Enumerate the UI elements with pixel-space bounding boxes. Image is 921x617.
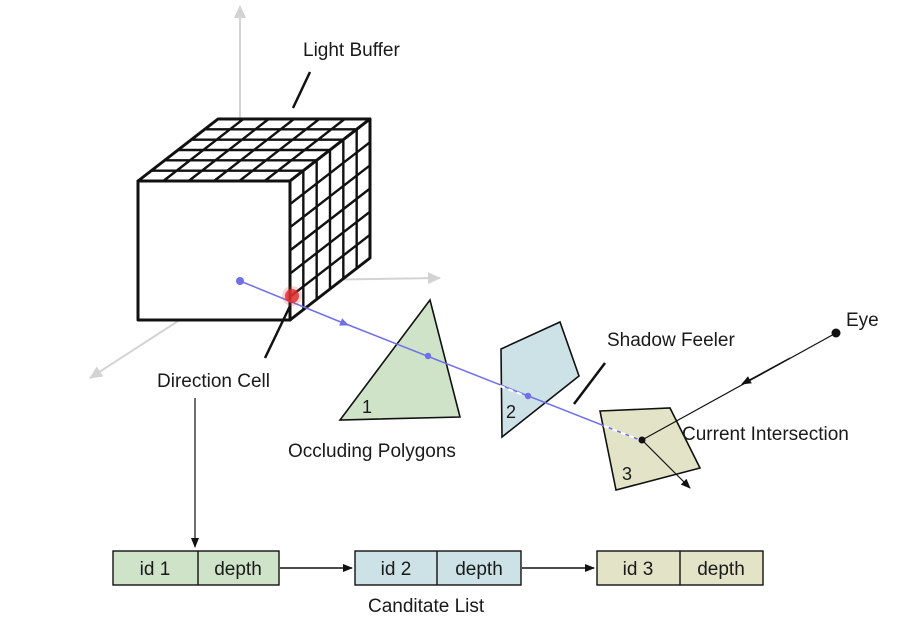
cube-top-grid-line — [263, 118, 346, 182]
polygon-3-number: 3 — [622, 464, 632, 484]
current-intersection-label: Current Intersection — [682, 424, 849, 445]
ray-origin-point — [236, 277, 244, 285]
occluding-polygon-3 — [599, 407, 702, 491]
candidate-entry-1-box — [112, 550, 280, 586]
candidate-entry-1-id: id 1 — [140, 559, 171, 580]
shadow-feeler-label: Shadow Feeler — [607, 330, 735, 351]
candidate-entry-3-id: id 3 — [623, 559, 654, 580]
eye-ray — [638, 328, 841, 489]
candidate-entry-2-id: id 2 — [381, 559, 412, 580]
polygon-2-number: 2 — [506, 402, 516, 422]
candidate-entry-3: id 3 depth — [596, 550, 764, 586]
direction-cell-leader — [263, 305, 292, 359]
shadow-feeler-ray — [236, 277, 641, 442]
candidate-list-label: Canditate List — [368, 596, 485, 617]
light-buffer-cube — [136, 117, 372, 322]
direction-cell-glow — [282, 286, 302, 306]
polygon-1-number: 1 — [362, 397, 372, 417]
direction-cell-marker — [285, 289, 299, 303]
candidate-entry-2: id 2 depth — [354, 550, 522, 586]
ray-poly2-point — [524, 392, 532, 400]
ray-segment-main — [345, 323, 641, 441]
reflected-ray — [641, 439, 691, 489]
occluding-polygon-1 — [338, 298, 462, 421]
direction-cell-label: Direction Cell — [157, 371, 270, 392]
cube-side-grid-line — [289, 233, 371, 298]
shadow-feeler-leader — [573, 362, 606, 405]
light-buffer-leader — [291, 71, 312, 109]
candidate-list: id 1 depth id 2 depth id 3 depth — [112, 550, 764, 586]
eye-ray-arrow — [741, 357, 791, 385]
ray-poly1-point — [424, 352, 432, 360]
occluding-polygons-label: Occluding Polygons — [288, 441, 456, 462]
cube-front-face — [136, 179, 292, 322]
light-buffer-label: Light Buffer — [303, 40, 401, 61]
ray-hidden-segment-3 — [603, 424, 641, 442]
candidate-entry-1-depth: depth — [214, 559, 262, 580]
candidate-entry-3-depth: depth — [697, 559, 745, 580]
candidate-entry-2-depth: depth — [455, 559, 503, 580]
current-intersection-point — [638, 436, 646, 444]
eye-point — [831, 328, 841, 338]
ray-segment-start — [239, 280, 349, 326]
eye-to-intersection-line — [641, 332, 837, 441]
candidate-entry-2-box — [354, 550, 522, 586]
candidate-entry-1: id 1 depth — [112, 550, 280, 586]
occluding-polygon-2 — [500, 320, 580, 439]
eye-label: Eye — [846, 310, 879, 331]
